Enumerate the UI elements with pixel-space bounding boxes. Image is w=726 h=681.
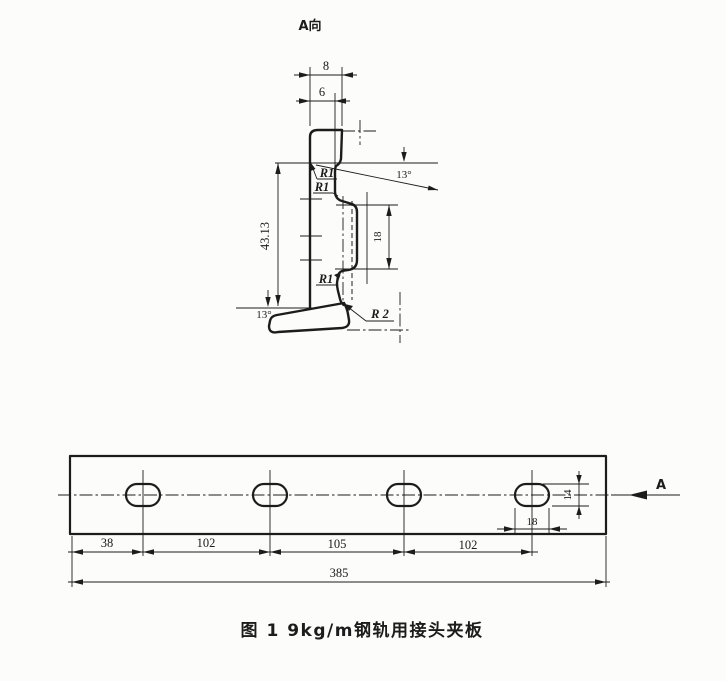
radius-text: R1 xyxy=(318,272,334,286)
section-profile-foot xyxy=(267,301,351,334)
dim-text: 18 xyxy=(527,516,539,528)
dim-text: 18 xyxy=(372,231,384,243)
arrowhead xyxy=(521,549,532,555)
dim-text: 102 xyxy=(459,538,478,552)
radius-text: R1 xyxy=(319,166,335,180)
arrowhead xyxy=(275,295,281,306)
label-bottom-r2: R 2 xyxy=(345,304,394,322)
angle-line xyxy=(315,164,439,191)
arrowhead xyxy=(310,163,316,171)
arrowhead xyxy=(504,526,515,532)
dim-inner-width: 6 xyxy=(296,85,350,167)
dim-text: 14 xyxy=(562,489,574,501)
arrowhead xyxy=(386,258,392,269)
arrowhead xyxy=(401,152,407,162)
dim-text: 13° xyxy=(396,169,411,181)
figure-caption: 图 1 9kg/m钢轨用接头夹板 xyxy=(241,620,484,641)
arrowhead xyxy=(335,98,346,104)
leader-line xyxy=(332,192,339,197)
arrowhead xyxy=(393,549,404,555)
radius-text: R1 xyxy=(314,180,330,194)
dim-text: 8 xyxy=(323,59,329,73)
section-view: A向 8 6 xyxy=(236,18,439,343)
plan-view: A 18 14 xyxy=(58,454,680,587)
dim-rib-height: 18 xyxy=(335,204,398,270)
arrowhead xyxy=(549,526,560,532)
dim-text: 105 xyxy=(328,537,347,551)
leader-line xyxy=(347,306,367,322)
section-profile-body xyxy=(308,128,359,311)
arrowhead xyxy=(299,98,310,104)
arrowhead xyxy=(265,297,271,307)
dim-upper-angle: 13° xyxy=(315,147,439,191)
dim-section-height: 43.13 xyxy=(236,162,438,309)
dim-top-width: 8 xyxy=(294,59,357,126)
arrowhead xyxy=(270,549,281,555)
dim-lower-angle: 13° xyxy=(256,290,272,321)
dim-text: 43.13 xyxy=(258,222,272,250)
radius-text: R 2 xyxy=(370,307,389,321)
arrowhead xyxy=(576,475,582,484)
arrowhead xyxy=(275,163,281,174)
label-bottom-r1: R1 xyxy=(316,272,341,286)
dim-text: 38 xyxy=(101,536,114,550)
dim-text: 6 xyxy=(319,85,325,99)
dim-hole-spacing: 38 102 105 102 xyxy=(68,536,607,587)
section-view-label: A向 xyxy=(298,18,321,34)
view-arrow-label: A xyxy=(656,478,666,493)
arrowhead xyxy=(595,579,606,585)
arrowhead xyxy=(345,304,353,311)
dim-total-length: 385 xyxy=(68,566,610,585)
label-top-r1: R1 xyxy=(310,163,337,180)
view-arrow-a: A xyxy=(611,478,680,500)
dim-text: 102 xyxy=(197,536,216,550)
arrowhead xyxy=(299,72,310,78)
arrowhead xyxy=(132,549,143,555)
dim-hole-width: 18 xyxy=(497,508,567,534)
arrowhead xyxy=(334,272,341,279)
arrowhead xyxy=(143,549,154,555)
arrowhead xyxy=(427,185,438,191)
arrowhead xyxy=(629,490,647,500)
bolt-holes xyxy=(124,470,551,556)
arrowhead xyxy=(386,205,392,216)
label-mid-r1: R1 xyxy=(313,180,339,197)
arrowhead xyxy=(404,549,415,555)
arrowhead xyxy=(72,579,83,585)
arrowhead xyxy=(259,549,270,555)
dim-text: 13° xyxy=(256,309,271,321)
arrowhead xyxy=(576,506,582,515)
dim-hole-height: 14 xyxy=(543,471,589,519)
arrowhead xyxy=(342,72,353,78)
dim-text: 385 xyxy=(330,566,349,580)
arrowhead xyxy=(72,549,83,555)
